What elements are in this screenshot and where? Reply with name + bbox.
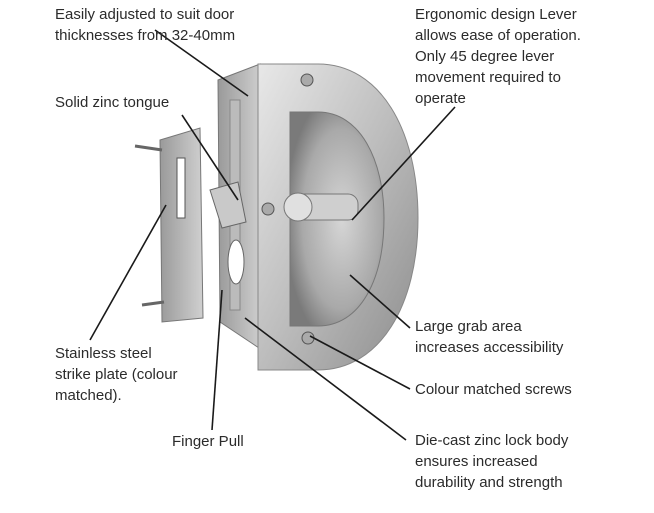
screw-icon: [134, 144, 163, 152]
d-plate: [257, 63, 419, 371]
screw-icon: [300, 73, 314, 87]
screw-icon: [261, 202, 275, 216]
label-line: Large grab area: [415, 318, 522, 335]
label-line: increases accessibility: [415, 339, 564, 356]
label-grab-area: Large grab area increases accessibility: [415, 316, 563, 358]
label-line: durability and strength: [415, 474, 563, 491]
label-line: Die-cast zinc lock body: [415, 432, 569, 449]
label-screws: Colour matched screws: [415, 379, 572, 400]
label-line: Solid zinc tongue: [55, 94, 170, 111]
label-line: Easily adjusted to suit door: [55, 6, 235, 23]
label-finger-pull: Finger Pull: [172, 431, 244, 452]
label-line: ensures increased: [415, 453, 538, 470]
label-line: operate: [415, 90, 466, 107]
label-line: Finger Pull: [172, 433, 244, 450]
label-lock-body: Die-cast zinc lock body ensures increase…: [415, 430, 568, 493]
leader-lines: [89, 29, 456, 441]
label-line: Only 45 degree lever: [415, 48, 555, 65]
label-line: Stainless steel: [55, 345, 152, 362]
label-door-thickness: Easily adjusted to suit door thicknesses…: [55, 4, 235, 46]
label-tongue: Solid zinc tongue: [55, 92, 169, 113]
label-line: thicknesses from 32-40mm: [55, 27, 236, 44]
screw-icon: [141, 300, 165, 307]
label-line: matched).: [55, 387, 122, 404]
label-line: movement required to: [415, 69, 561, 86]
label-line: allows ease of operation.: [415, 27, 581, 44]
label-line: Ergonomic design Lever: [415, 6, 577, 23]
label-line: strike plate (colour: [55, 366, 178, 383]
lock-body: [209, 63, 263, 351]
label-line: Colour matched screws: [415, 381, 572, 398]
label-lever: Ergonomic design Lever allows ease of op…: [415, 4, 581, 109]
label-strike-plate: Stainless steel strike plate (colour mat…: [55, 343, 178, 406]
strike-plate: [134, 127, 204, 323]
